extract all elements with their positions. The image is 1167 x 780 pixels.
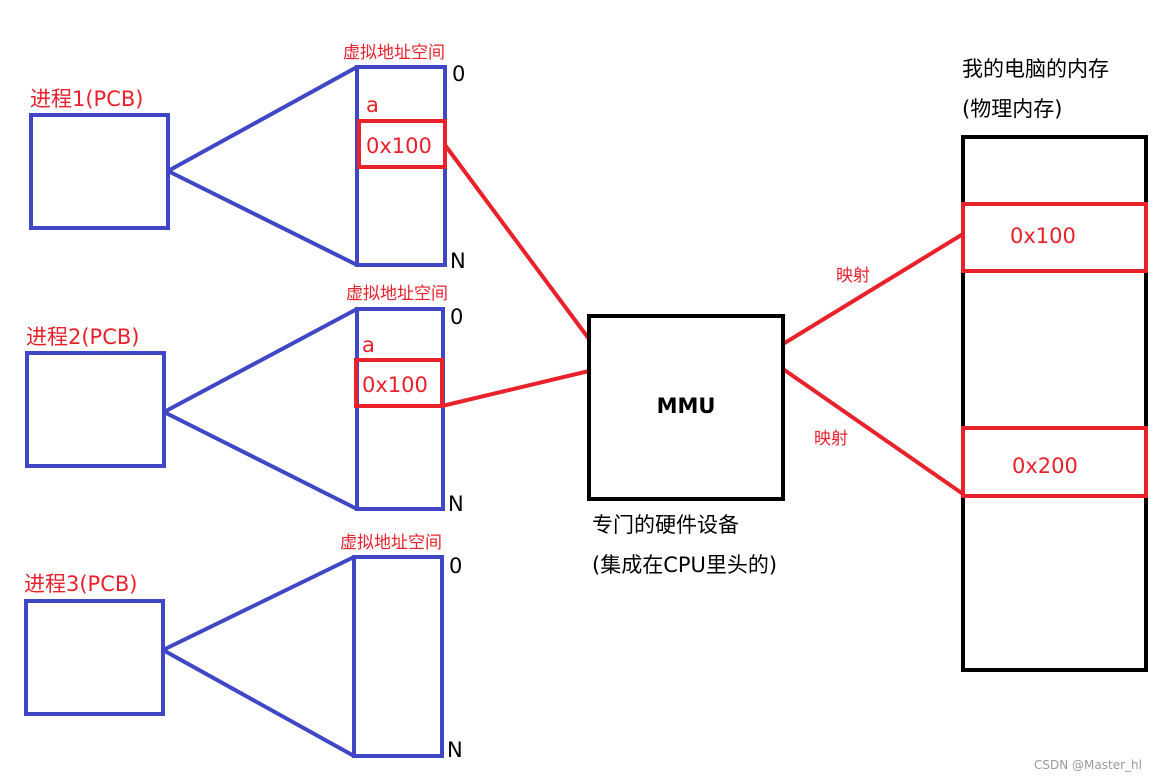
process-2-var: a — [362, 333, 375, 357]
process-3-start: 0 — [449, 554, 462, 578]
process-1-addr-cell — [357, 119, 447, 169]
link-mmu-to-cell-0x200 — [781, 367, 965, 496]
process-1-pcb-box — [29, 113, 170, 230]
memory-cell-0x100 — [961, 202, 1148, 273]
process-1-va-label: 虚拟地址空间 — [343, 43, 445, 63]
process-1-label: 进程1(PCB) — [30, 87, 143, 111]
process-3-pcb-box — [24, 599, 165, 716]
memory-cell-0x200 — [961, 426, 1148, 498]
process-2-connector-bottom — [163, 410, 358, 511]
mapping-label-top: 映射 — [836, 266, 870, 286]
process-2-start: 0 — [450, 305, 463, 329]
mapping-links — [441, 143, 965, 496]
process-2-group — [25, 307, 445, 511]
link-process-2-to-mmu — [441, 369, 590, 408]
process-3-label: 进程3(PCB) — [24, 572, 137, 596]
mmu-caption-line2: (集成在CPU里头的) — [592, 553, 777, 577]
link-process-1-to-mmu — [443, 143, 591, 341]
link-mmu-to-cell-0x100 — [781, 232, 965, 346]
mmu-caption-line1: 专门的硬件设备 — [592, 513, 739, 537]
process-2-end: N — [448, 492, 464, 516]
process-3-virtual-space — [352, 555, 444, 758]
process-2-connector-top — [163, 307, 358, 414]
process-2-virtual-space — [355, 307, 445, 511]
memory-title-line1: 我的电脑的内存 — [962, 57, 1109, 81]
process-1-addr: 0x100 — [366, 134, 432, 158]
mmu-box — [587, 314, 785, 501]
process-2-va-label: 虚拟地址空间 — [346, 284, 448, 304]
process-2-pcb-box — [25, 351, 166, 468]
process-1-end: N — [450, 249, 466, 273]
process-1-start: 0 — [452, 62, 465, 86]
memory-cell-0x100-label: 0x100 — [1010, 224, 1076, 248]
process-3-va-label: 虚拟地址空间 — [340, 533, 442, 553]
process-1-connector-top — [167, 65, 358, 173]
process-3-connector-top — [162, 555, 355, 652]
process-3-connector-bottom — [162, 648, 355, 758]
mapping-label-bottom: 映射 — [814, 429, 848, 449]
memory-title-line2: (物理内存) — [962, 97, 1062, 121]
physical-memory-box — [961, 135, 1148, 672]
process-1-var: a — [366, 93, 379, 117]
process-2-label: 进程2(PCB) — [26, 325, 139, 349]
watermark: CSDN @Master_hl — [1034, 758, 1142, 772]
process-3-end: N — [447, 738, 463, 762]
process-1-connector-bottom — [167, 169, 358, 267]
mmu-label: MMU — [657, 394, 716, 418]
process-3-group — [24, 555, 444, 758]
process-2-addr: 0x100 — [362, 373, 428, 397]
memory-cell-0x200-label: 0x200 — [1012, 454, 1078, 478]
process-2-addr-cell — [354, 358, 444, 408]
